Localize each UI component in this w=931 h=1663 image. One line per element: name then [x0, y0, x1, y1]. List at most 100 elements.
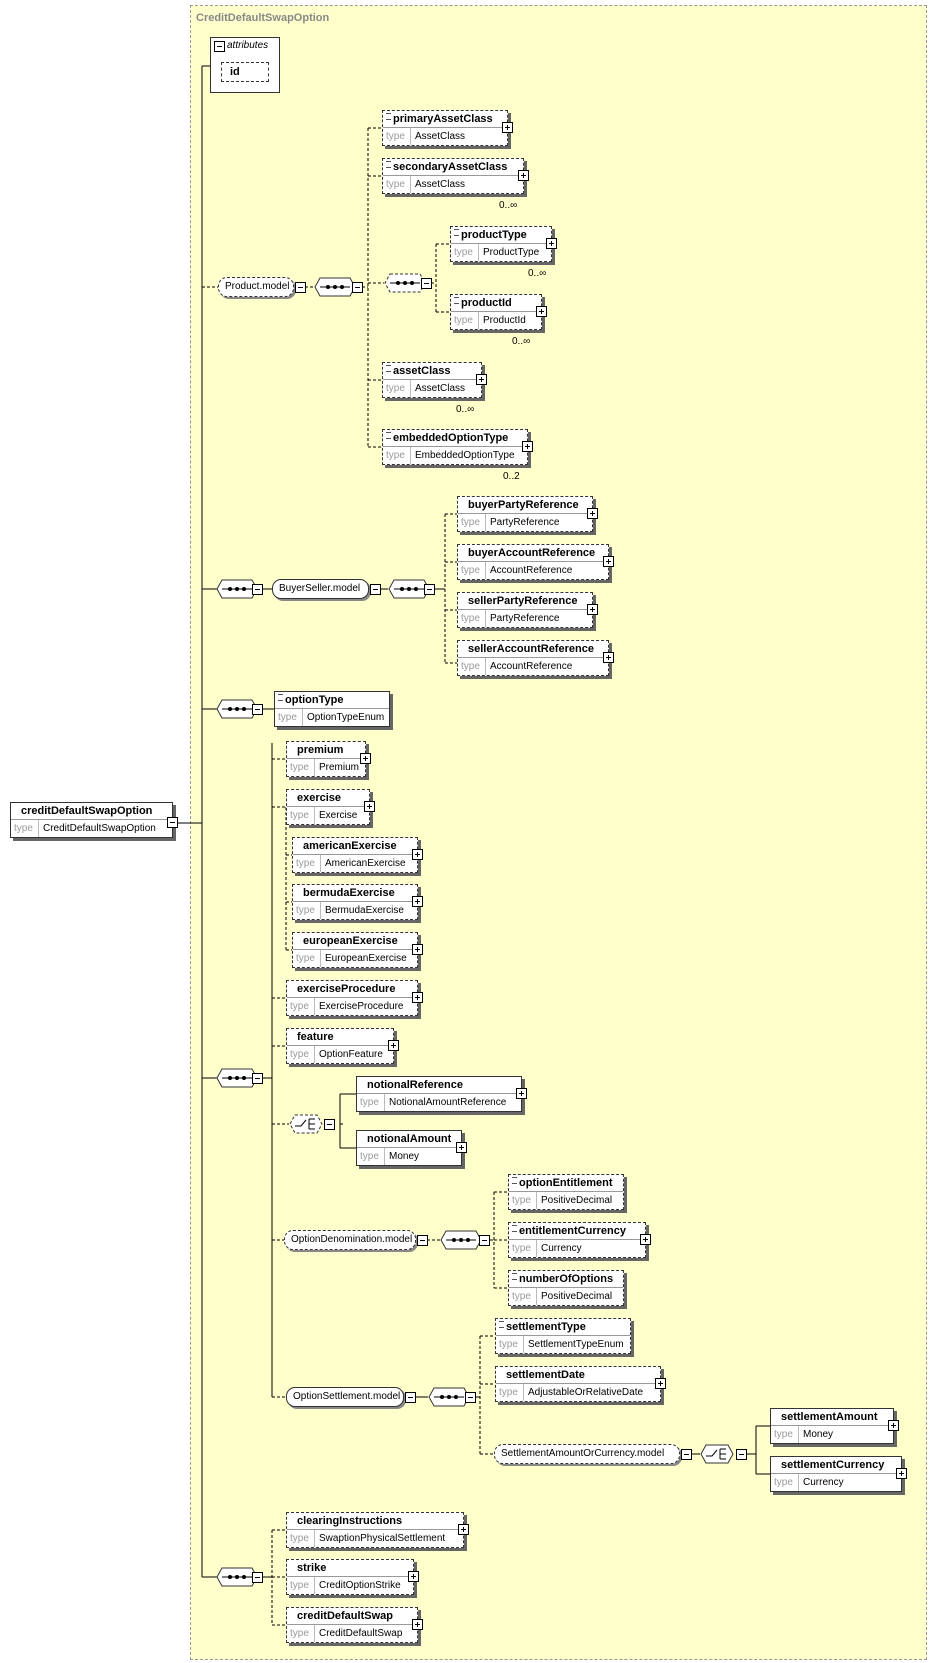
expand-exercise-icon[interactable]	[364, 801, 375, 812]
collapse-sequence-icon[interactable]	[252, 1073, 263, 1084]
doc-icon	[454, 297, 459, 304]
expand-feature-icon[interactable]	[388, 1040, 399, 1051]
cardinality-label: 0..∞	[528, 268, 547, 279]
expand-credit-default-swap-icon[interactable]	[412, 1619, 423, 1630]
expand-product-id-icon[interactable]	[536, 306, 547, 317]
sequence-icon	[428, 1387, 470, 1407]
group-buyer-seller-model[interactable]: BuyerSeller.model	[272, 579, 369, 599]
expand-american-exercise-icon[interactable]	[412, 849, 423, 860]
expand-primary-asset-class-icon[interactable]	[502, 122, 513, 133]
sequence-icon	[440, 1230, 482, 1250]
expand-entitlement-currency-icon[interactable]	[640, 1234, 651, 1245]
expand-premium-icon[interactable]	[360, 753, 371, 764]
collapse-choice-icon[interactable]	[324, 1119, 335, 1130]
group-option-settlement-model[interactable]: OptionSettlement.model	[286, 1387, 404, 1407]
expand-embedded-option-type-icon[interactable]	[522, 441, 533, 452]
collapse-optional-sequence-icon[interactable]	[421, 278, 432, 289]
expand-product-type-icon[interactable]	[546, 238, 557, 249]
expand-european-exercise-icon[interactable]	[412, 944, 423, 955]
expand-asset-class-icon[interactable]	[476, 374, 487, 385]
sequence-icon	[216, 579, 258, 599]
expand-settlement-amount-icon[interactable]	[888, 1420, 899, 1431]
expand-notional-reference-icon[interactable]	[516, 1088, 527, 1099]
doc-icon	[454, 229, 459, 236]
expand-secondary-asset-class-icon[interactable]	[518, 170, 529, 181]
collapse-sequence-icon[interactable]	[479, 1235, 490, 1246]
element-type: CreditDefaultSwapOption	[43, 823, 156, 834]
attributes-box: attributes id	[210, 37, 280, 93]
collapse-settlement-amount-or-currency-model-icon[interactable]	[681, 1449, 692, 1460]
collapse-choice-icon[interactable]	[736, 1449, 747, 1460]
expand-clearing-instructions-icon[interactable]	[458, 1524, 469, 1535]
doc-icon	[512, 1273, 517, 1280]
sequence-icon	[216, 1567, 258, 1587]
collapse-product-model-icon[interactable]	[295, 282, 306, 293]
expand-exercise-procedure-icon[interactable]	[412, 992, 423, 1003]
expand-strike-icon[interactable]	[408, 1571, 419, 1582]
collapse-sequence-icon[interactable]	[424, 584, 435, 595]
group-settlement-amount-or-currency-model[interactable]: SettlementAmountOrCurrency.model	[494, 1444, 680, 1464]
collapse-root-icon[interactable]	[167, 817, 178, 828]
optional-sequence-icon	[384, 273, 426, 293]
group-option-denomination-model[interactable]: OptionDenomination.model	[284, 1230, 416, 1250]
expand-buyer-account-reference-icon[interactable]	[603, 556, 614, 567]
collapse-sequence-icon[interactable]	[352, 282, 363, 293]
expand-seller-account-reference-icon[interactable]	[603, 652, 614, 663]
attribute-id: id	[221, 62, 269, 82]
expand-notional-amount-icon[interactable]	[456, 1142, 467, 1153]
collapse-sequence-icon[interactable]	[465, 1392, 476, 1403]
group-product-model[interactable]: Product.model	[218, 277, 294, 297]
doc-icon	[512, 1177, 517, 1184]
expand-settlement-currency-icon[interactable]	[896, 1468, 907, 1479]
expand-buyer-party-reference-icon[interactable]	[587, 508, 598, 519]
cardinality-label: 0..∞	[512, 336, 531, 347]
collapse-sequence-icon[interactable]	[252, 704, 263, 715]
element-name: creditDefaultSwapOption	[11, 803, 172, 820]
doc-icon	[512, 1225, 517, 1232]
expand-settlement-date-icon[interactable]	[655, 1378, 666, 1389]
doc-icon	[499, 1321, 504, 1328]
collapse-option-settlement-model-icon[interactable]	[405, 1392, 416, 1403]
collapse-sequence-icon[interactable]	[252, 584, 263, 595]
doc-icon	[386, 432, 391, 439]
choice-icon	[289, 1114, 323, 1134]
collapse-sequence-icon[interactable]	[252, 1572, 263, 1583]
collapse-attributes-icon[interactable]	[214, 41, 225, 52]
expand-bermuda-exercise-icon[interactable]	[412, 896, 423, 907]
collapse-option-denomination-model-icon[interactable]	[417, 1235, 428, 1246]
attributes-title: attributes	[227, 40, 269, 51]
expand-seller-party-reference-icon[interactable]	[587, 604, 598, 615]
collapse-buyer-seller-model-icon[interactable]	[370, 584, 381, 595]
